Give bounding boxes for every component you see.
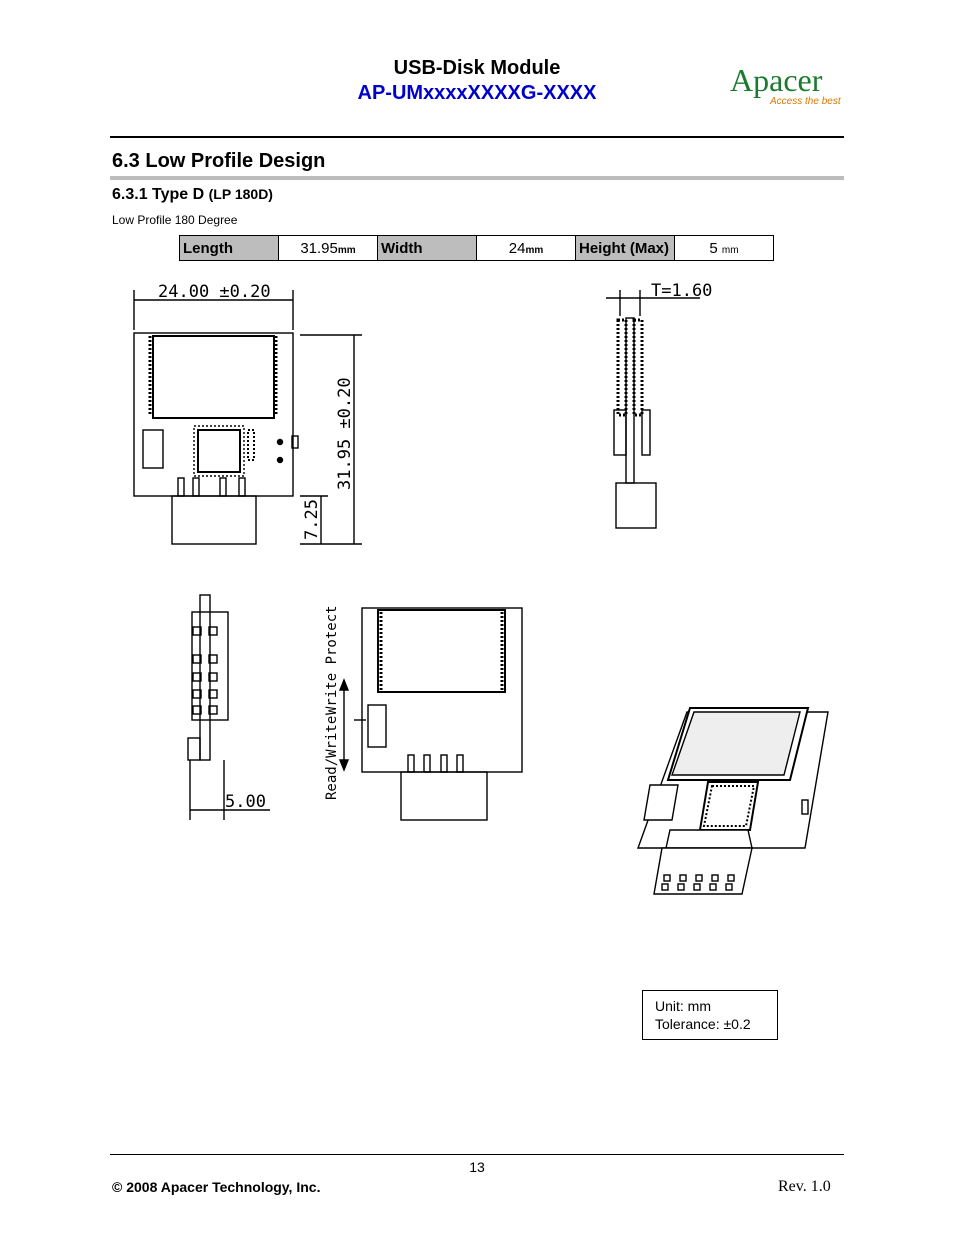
subsection-heading-main: 6.3.1 Type D [112,186,205,203]
apacer-logo: Apacer Access the best [730,64,841,108]
dim-thickness-text: T=1.60 [651,281,712,301]
subsection-heading-paren: (LP 180D) [208,186,273,202]
copyright: © 2008 Apacer Technology, Inc. [112,1179,321,1195]
subsection-heading: 6.3.1 Type D (LP 180D) [112,186,273,204]
section-heading: 6.3 Low Profile Design [112,150,326,172]
side-view: T=1.60 [606,281,712,529]
revision: Rev. 1.0 [778,1178,831,1195]
unit-box: Unit: mm Tolerance: ±0.2 [642,990,778,1040]
write-protect-label: Write Protect [324,605,340,715]
page-number: 13 [469,1159,485,1175]
mechanical-drawing: 24.00 ±0.20 31.95 ±0.20 7.25 T=1.60 5.00 [133,281,829,895]
length-value: 31.95mm [278,235,378,261]
dim-side-text: 5.00 [225,792,266,812]
height-label: Height (Max) [575,235,675,261]
width-value: 24mm [476,235,576,261]
isometric-view [637,707,829,895]
width-label: Width [377,235,477,261]
height-value: 5 mm [674,235,774,261]
model-number: AP-UMxxxxXXXXG-XXXX [357,82,597,104]
logo-tagline: Access the best [770,96,841,107]
read-write-label: Read/Write [324,716,340,800]
unit-text: Unit: mm [655,998,711,1014]
section-rule [110,176,844,180]
bottom-view: Write Protect Read/Write [324,605,523,821]
dim-length-text: 31.95 ±0.20 [335,377,355,490]
document-title: USB-Disk Module [393,57,561,79]
length-label: Length [179,235,279,261]
top-view: 24.00 ±0.20 31.95 ±0.20 7.25 [133,282,362,545]
footer-rule [110,1154,844,1155]
dim-width-text: 24.00 ±0.20 [158,282,271,302]
caption: Low Profile 180 Degree [112,213,238,227]
dim-connector-text: 7.25 [302,499,322,540]
tolerance-text: Tolerance: ±0.2 [655,1016,751,1032]
end-view: 5.00 [187,594,270,820]
logo-text: Apacer [730,62,823,98]
header-rule [110,136,844,138]
spec-table: Length 31.95mm Width 24mm Height (Max) 5… [179,235,774,261]
